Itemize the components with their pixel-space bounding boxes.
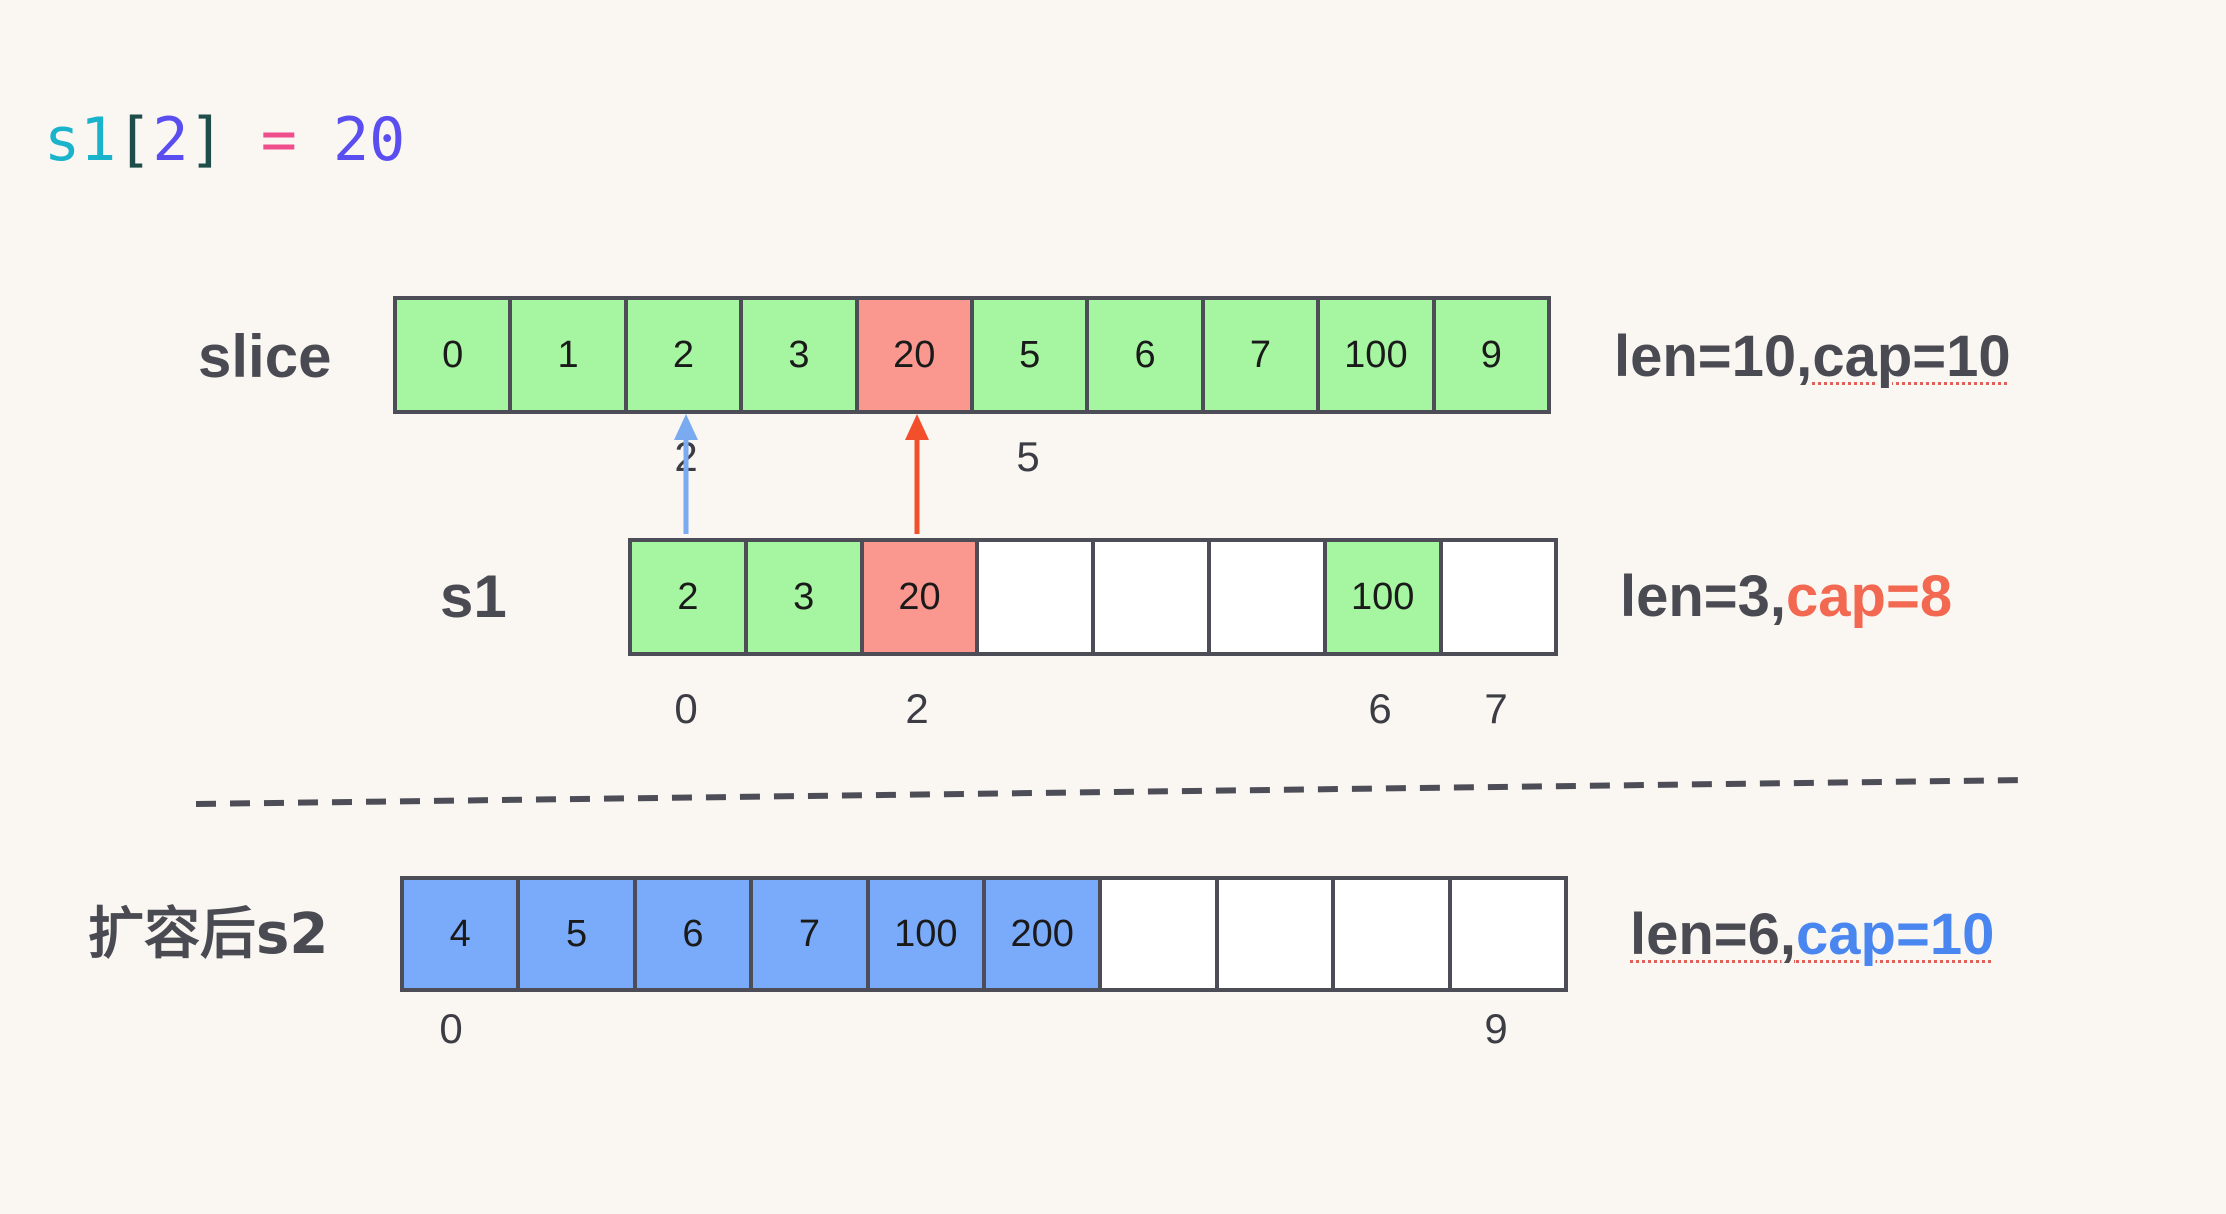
slice-len: len=10, bbox=[1614, 324, 1813, 389]
s1-cap: cap=8 bbox=[1786, 564, 1953, 629]
slice-cell: 20 bbox=[854, 296, 974, 414]
s1-cell: 3 bbox=[743, 538, 864, 656]
code-value: 20 bbox=[333, 105, 406, 175]
slice-cell: 100 bbox=[1316, 296, 1436, 414]
s1-cell bbox=[975, 538, 1096, 656]
row-label-slice: slice bbox=[198, 323, 332, 390]
s2-cell: 100 bbox=[865, 876, 986, 992]
s2-cap: cap=10 bbox=[1796, 902, 1995, 967]
s1-len-cap: len=3,cap=8 bbox=[1620, 562, 1952, 632]
s1-cell bbox=[1438, 538, 1559, 656]
s2-len: len=6, bbox=[1630, 902, 1797, 967]
s1-index-label: 6 bbox=[1368, 685, 1392, 732]
s2-len-cap: len=6,cap=10 bbox=[1630, 900, 1994, 970]
slice-cell: 6 bbox=[1085, 296, 1205, 414]
slice-cell: 9 bbox=[1431, 296, 1551, 414]
slice-cell: 3 bbox=[739, 296, 859, 414]
arrow-red-head bbox=[905, 414, 929, 440]
s1-cell: 100 bbox=[1322, 538, 1443, 656]
s2-index-label: 9 bbox=[1484, 1005, 1508, 1052]
code-left-bracket: [ bbox=[116, 105, 153, 175]
row-label-s1: s1 bbox=[440, 563, 507, 630]
code-statement: s1[2] = 20 bbox=[44, 100, 405, 180]
dashed-divider bbox=[195, 777, 2031, 807]
s2-cell bbox=[1447, 876, 1568, 992]
s2-cell: 7 bbox=[749, 876, 870, 992]
slice-index-label: 5 bbox=[1016, 433, 1040, 480]
row-label-s2: 扩容后s2 bbox=[88, 902, 329, 967]
s2-cell: 4 bbox=[400, 876, 521, 992]
slice-len-cap: len=10,cap=10 bbox=[1614, 322, 2011, 392]
slice-cap: cap=10 bbox=[1812, 324, 2011, 389]
s1-index-label: 0 bbox=[674, 685, 698, 732]
code-right-bracket: ] bbox=[188, 105, 225, 175]
s1-cell: 2 bbox=[628, 538, 748, 656]
s1-cell bbox=[1207, 538, 1327, 656]
s1-index-label: 7 bbox=[1484, 685, 1508, 732]
code-variable: s1 bbox=[44, 105, 117, 175]
code-operator: = bbox=[260, 105, 297, 175]
slice-cell: 7 bbox=[1200, 296, 1321, 414]
s2-index-label: 0 bbox=[439, 1005, 463, 1052]
slice-cell: 5 bbox=[970, 296, 1090, 414]
s1-index-label: 2 bbox=[905, 685, 929, 732]
s2-cell bbox=[1098, 876, 1219, 992]
s1-cell: 20 bbox=[859, 538, 980, 656]
code-index: 2 bbox=[152, 105, 189, 175]
s2-cell: 6 bbox=[632, 876, 754, 992]
arrow-blue-head bbox=[674, 414, 698, 440]
s2-cell bbox=[1331, 876, 1452, 992]
s1-len: len=3, bbox=[1620, 564, 1787, 629]
